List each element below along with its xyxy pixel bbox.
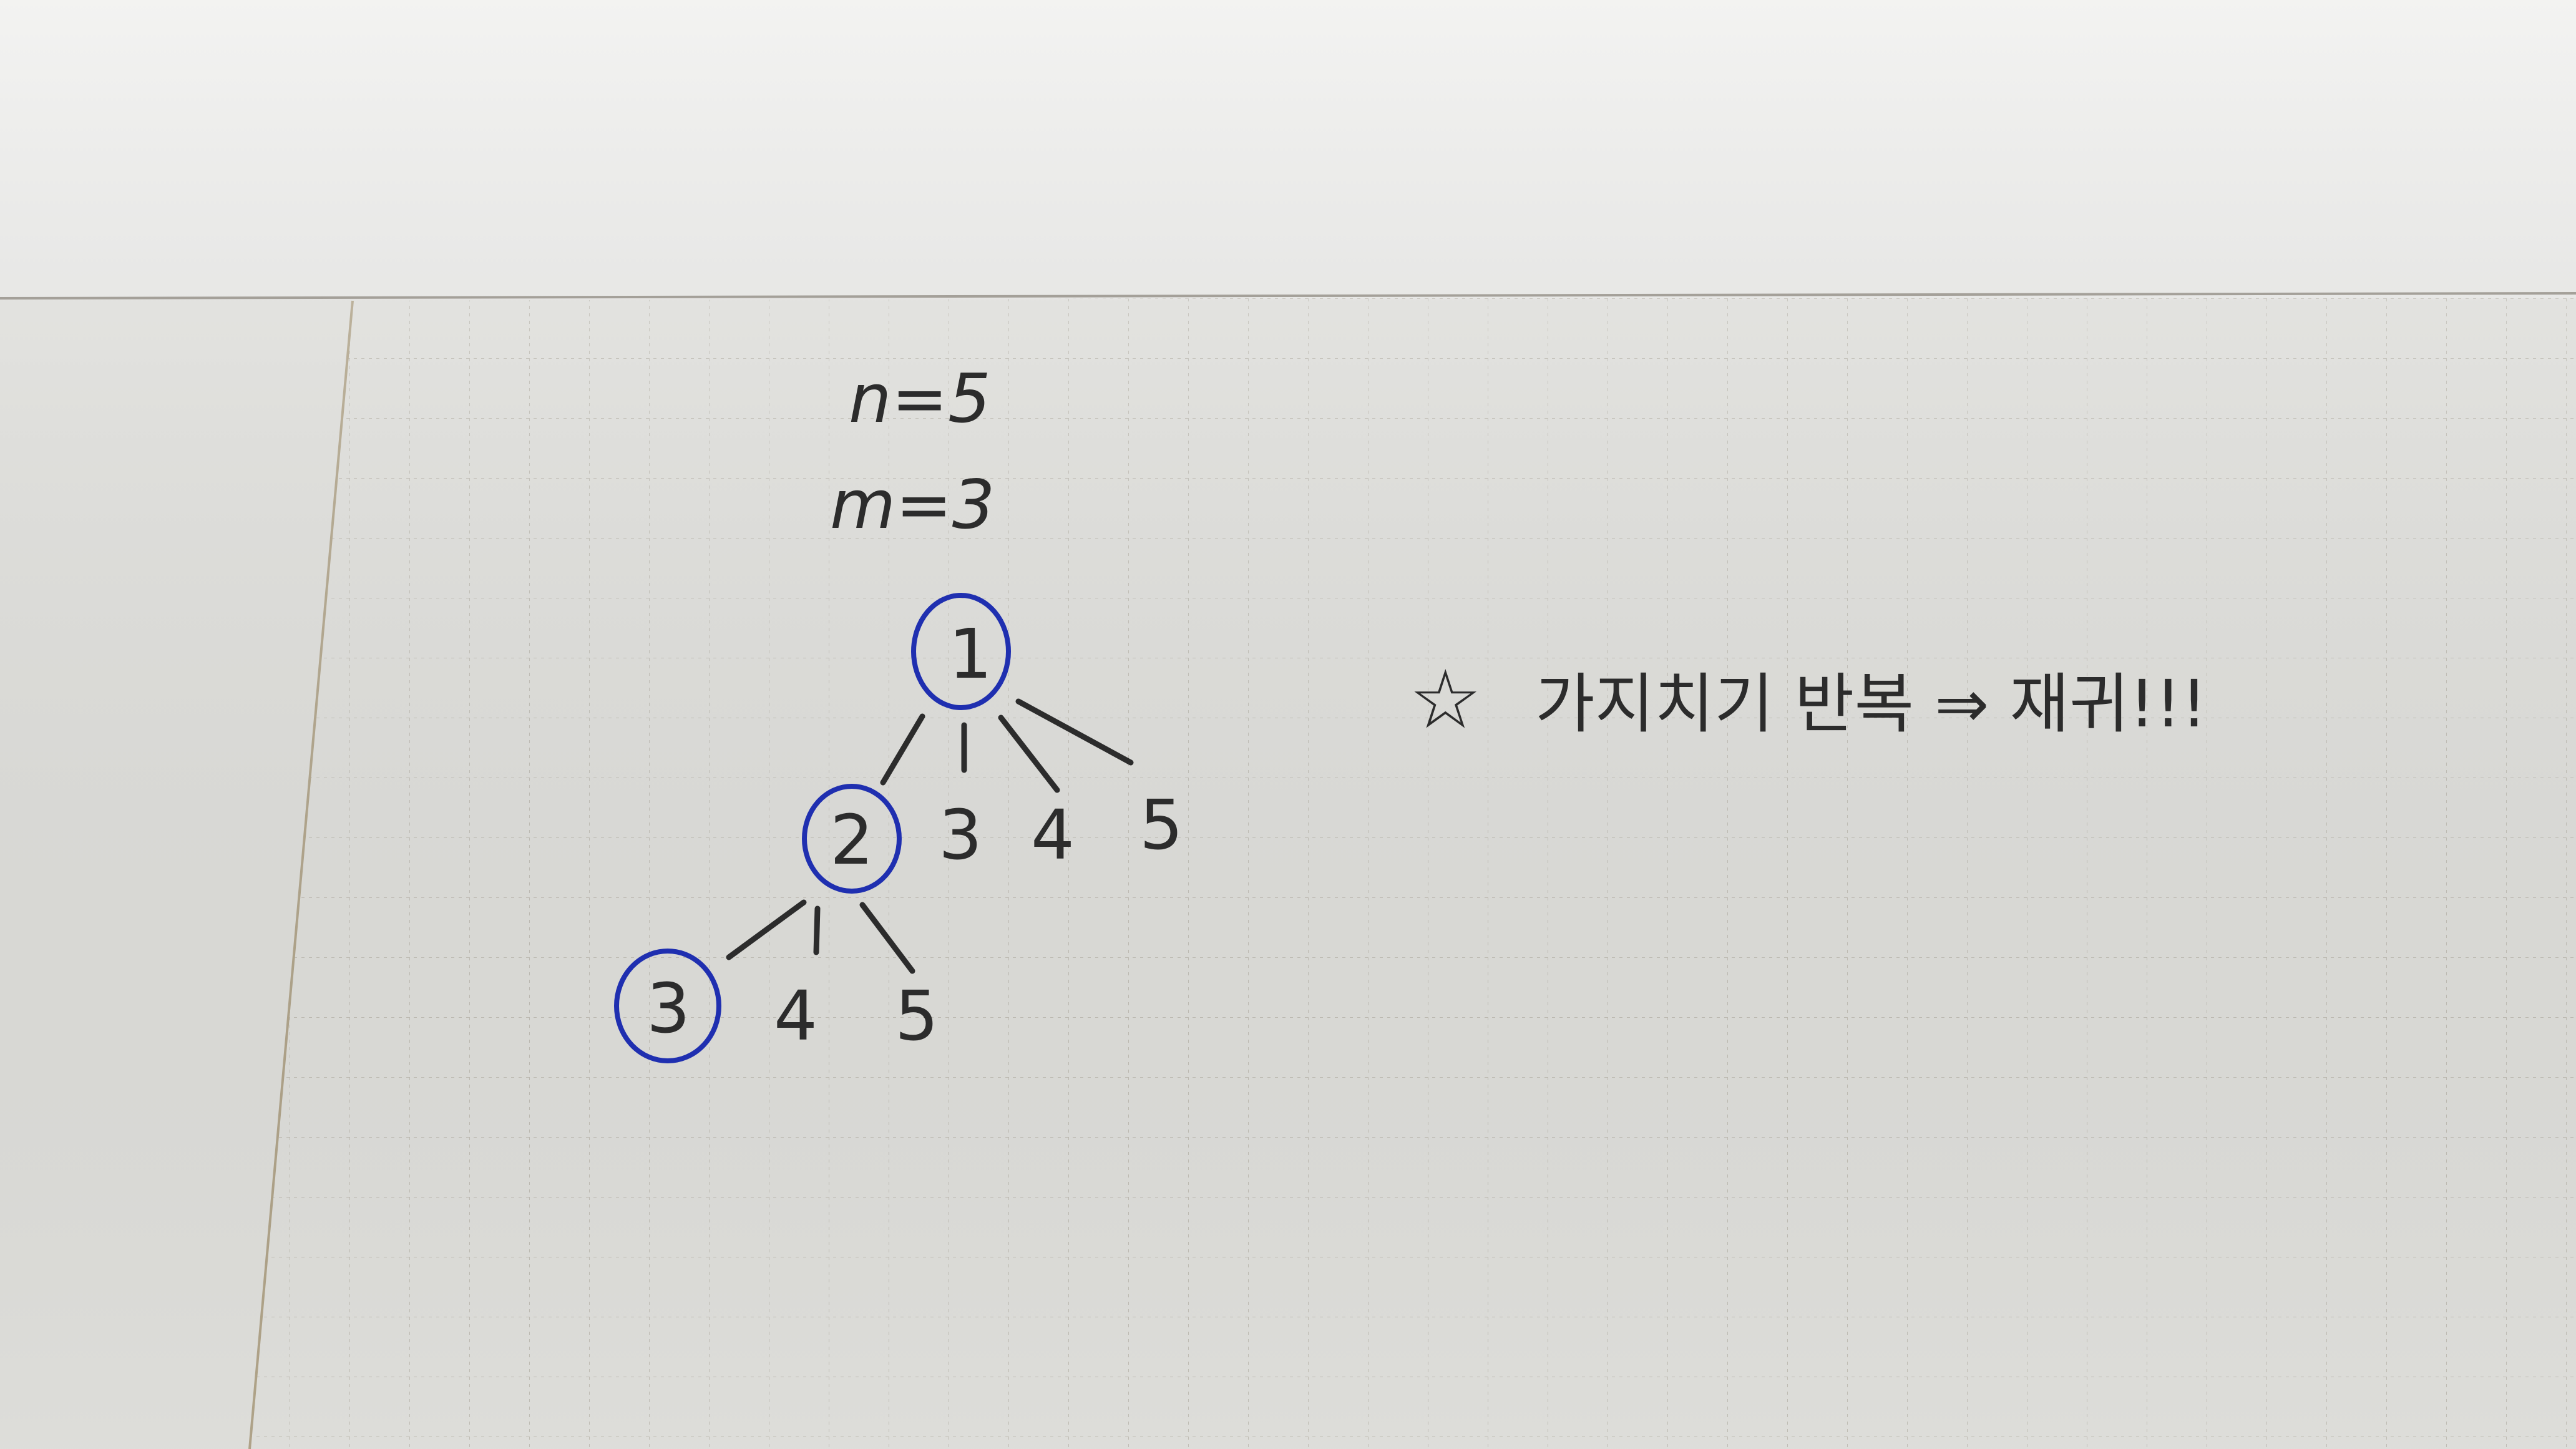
tree-edges <box>726 698 1134 974</box>
tree-level2-label-2: 4 <box>774 976 817 1056</box>
node-2-circle <box>802 784 902 894</box>
tree-circles <box>614 593 1011 1063</box>
tree-level1-label-3: 4 <box>1031 795 1075 875</box>
remark-text: 가지치기 반복 ⇒ 재귀!!! <box>1535 666 2207 742</box>
edge-2-5 <box>859 902 915 974</box>
edge-1-2 <box>880 713 925 786</box>
star-icon: ☆ <box>1409 652 1482 747</box>
m-equals-label: m=3 <box>830 466 995 544</box>
edge-2-3 <box>726 899 807 960</box>
n-equals-label: n=5 <box>849 360 991 438</box>
node-3-circle <box>614 949 721 1063</box>
edge-2-4 <box>813 905 821 955</box>
tree-root-label: 1 <box>949 614 992 694</box>
edge-1-5 <box>1015 698 1134 766</box>
tree-level2-label-3: 5 <box>895 976 939 1056</box>
tree-level1-label-1: 2 <box>830 800 874 880</box>
tree-level1-label-2: 3 <box>939 795 982 875</box>
root-circle <box>911 593 1011 710</box>
tree-level1-label-4: 5 <box>1139 785 1183 865</box>
edge-1-4 <box>998 715 1060 793</box>
tree-level2-label-1: 3 <box>646 968 690 1048</box>
